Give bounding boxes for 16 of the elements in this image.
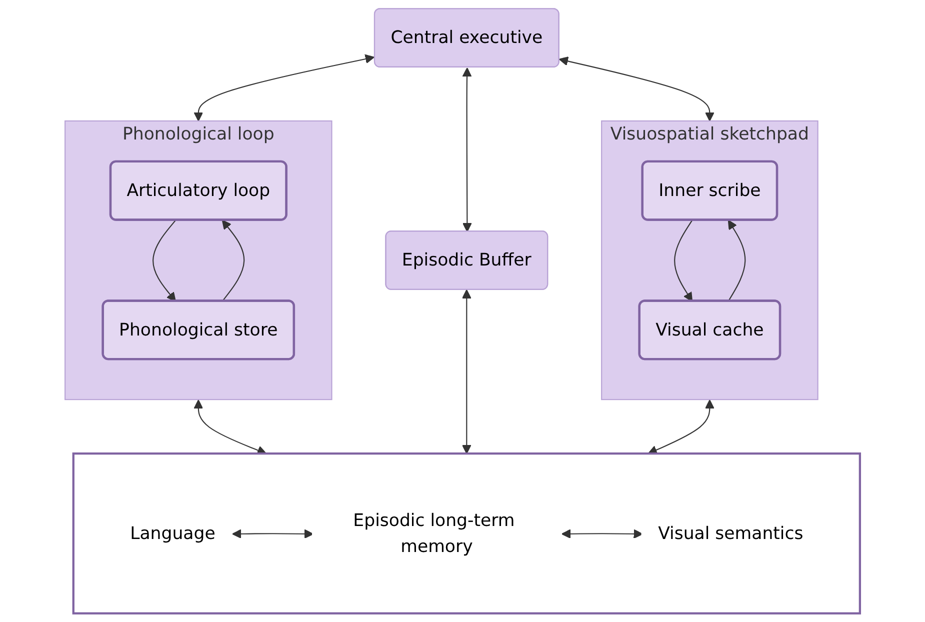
arrow [194, 400, 267, 455]
arrow [462, 289, 472, 454]
cluster [72, 452, 862, 614]
arrow [152, 220, 176, 302]
arrow [222, 220, 245, 302]
arrow [728, 220, 746, 302]
arrow [561, 529, 643, 539]
node-text: Visual semantics [658, 522, 804, 544]
arrow [674, 220, 693, 302]
arrow [558, 56, 714, 122]
arrow [232, 529, 314, 539]
arrow [194, 54, 374, 122]
node-text: Language [130, 522, 216, 544]
arrow [648, 400, 714, 454]
arrow [462, 68, 472, 232]
node-text: Episodic long-term memory [353, 510, 515, 556]
